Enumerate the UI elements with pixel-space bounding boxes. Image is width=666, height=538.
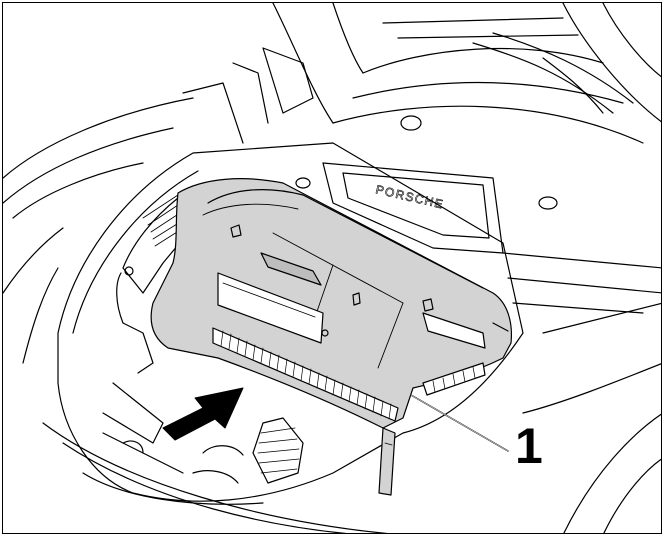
callout-number: 1 [515, 418, 543, 474]
direction-arrow [162, 387, 244, 441]
callout-leader-line [410, 394, 509, 452]
car-body-outline [3, 3, 661, 533]
engraving-text: PORSCHE [374, 182, 445, 211]
trunk-opening-outline [57, 142, 524, 505]
illustration-frame: PORSCHE [2, 2, 662, 534]
trunk-floor-details [102, 382, 304, 484]
trim-panel-cover [150, 178, 513, 496]
front-trunk-panel-illustration: PORSCHE [3, 3, 661, 533]
